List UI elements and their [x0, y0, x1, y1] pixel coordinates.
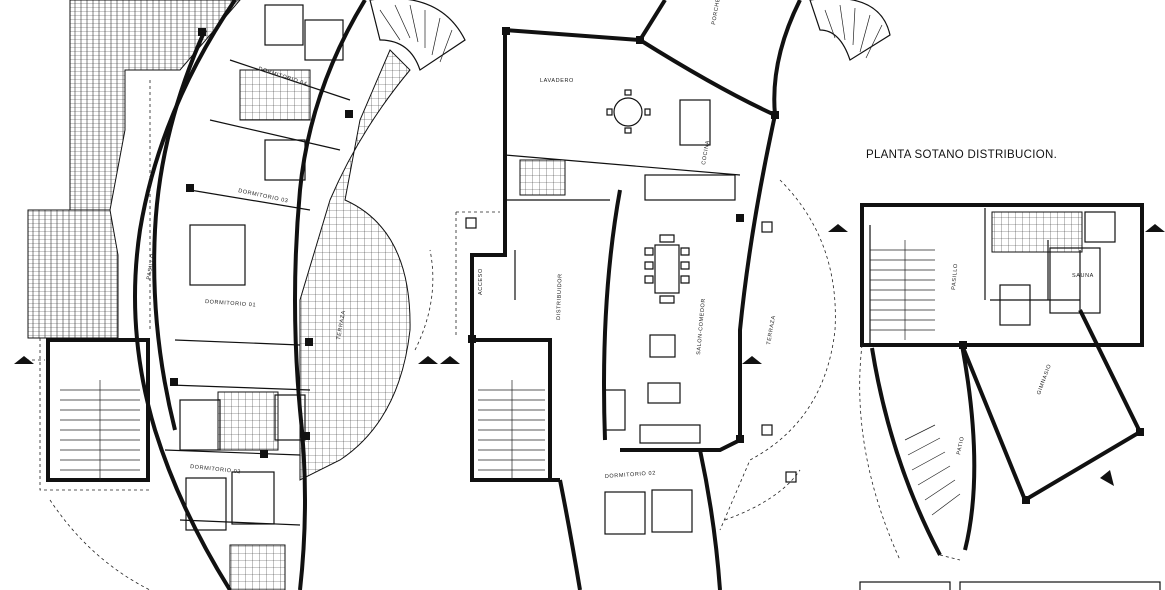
- mid-bath-tiles: [519, 159, 566, 196]
- label-lavadero: LAVADERO: [540, 78, 574, 84]
- label-sauna: SAUNA: [1072, 273, 1094, 279]
- bath-tiles-3: [229, 544, 286, 590]
- right-bath-tiles: [991, 211, 1083, 253]
- label-distribuidor: DISTRIBUIDOR: [556, 273, 564, 320]
- right-floor-plan: PASILLO SAUNA GIMNASIO PATIO: [828, 203, 1165, 590]
- label-acceso: ACCESO: [478, 268, 484, 295]
- terrace-tiles: [299, 49, 411, 481]
- label-dormitorio-02-left: DORMITORIO 02: [190, 464, 241, 475]
- label-terraza-left: TERRAZA: [336, 310, 347, 340]
- middle-floor-plan: LAVADERO COCINA PORCHE DISTRIBUIDOR SALO…: [440, 0, 891, 590]
- label-dormitorio-01: DORMITORIO 01: [205, 299, 256, 309]
- left-floor-plan: DORMITORIO 04 DORMITORIO 03 DORMITORIO 0…: [14, 0, 466, 590]
- label-pasillo-right: PASILLO: [951, 263, 959, 290]
- label-salon-comedor: SALON-COMEDOR: [696, 298, 707, 355]
- label-cocina: COCINA: [701, 140, 711, 166]
- bath-tiles-2: [217, 391, 279, 451]
- label-patio: PATIO: [956, 436, 966, 456]
- label-porche: PORCHE: [711, 0, 722, 25]
- roof-tiles-lower: [27, 209, 119, 339]
- label-pasillo-left: PASILLO: [146, 253, 157, 280]
- label-gimnasio: GIMNASIO: [1036, 363, 1053, 396]
- plan-title: PLANTA SOTANO DISTRIBUCION.: [866, 149, 1058, 161]
- label-dormitorio-02-mid: DORMITORIO 02: [605, 470, 656, 480]
- label-terraza-mid: TERRAZA: [766, 315, 777, 345]
- bath-tiles-1: [239, 69, 311, 121]
